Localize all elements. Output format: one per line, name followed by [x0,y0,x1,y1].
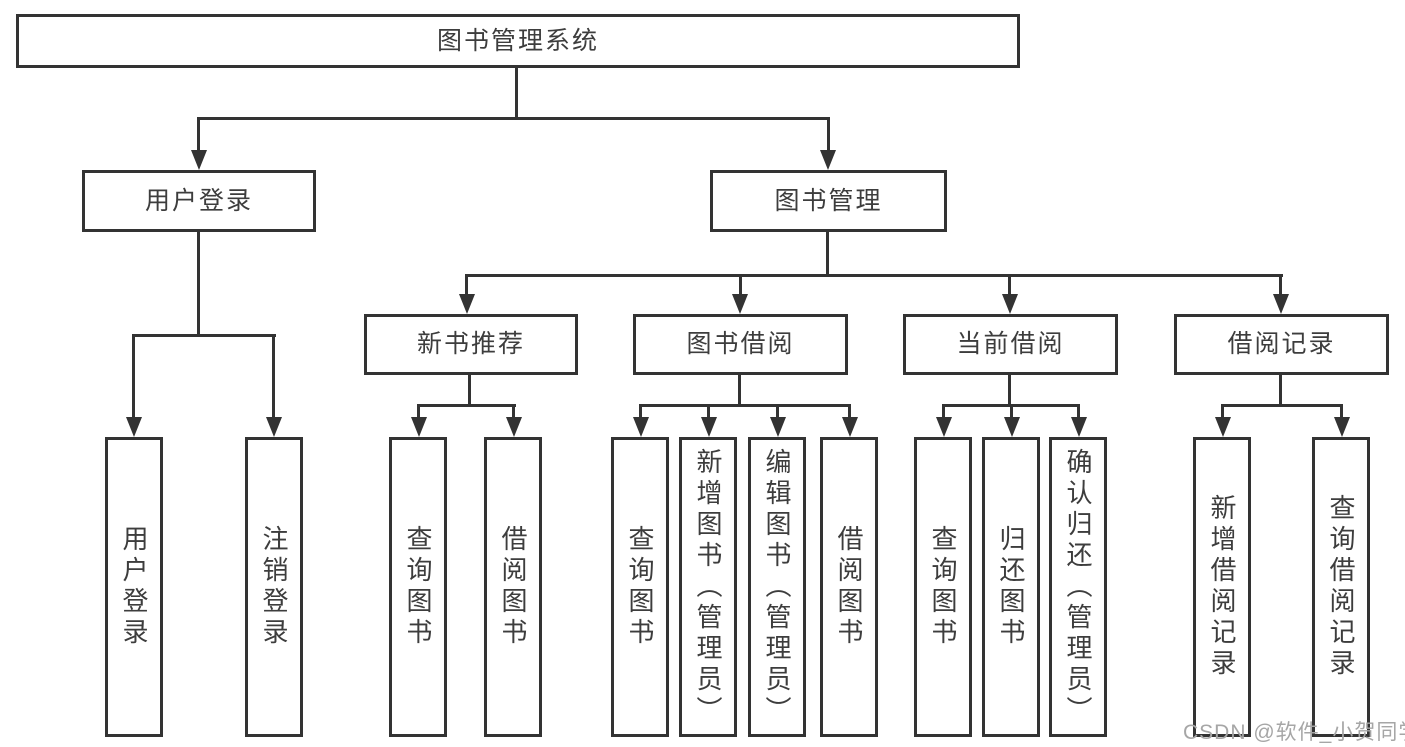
connector-drop-bb-edit [776,404,779,418]
connector-drop-bb-add [707,404,710,418]
leaf-bb-borrow-books: 借阅图书 [820,437,878,737]
connector-borrow-records-stem [1279,375,1282,407]
connector-drop-bb-borrow [848,404,851,418]
connector-user-login-rail [132,334,276,337]
leaf-nb-query-books: 查询图书 [389,437,447,737]
node-book-borrow: 图书借阅 [633,314,848,375]
leaf-nb-borrow-books: 借阅图书 [484,437,542,737]
connector-drop-br-add [1221,404,1224,418]
node-book-management: 图书管理 [710,170,947,232]
arrow-to-br-query [1334,417,1350,437]
arrow-to-cb-return [1004,417,1020,437]
connector-root-stem [515,68,518,120]
arrow-to-book-management [820,150,836,170]
arrow-to-bb-add [701,417,717,437]
node-borrow-records: 借阅记录 [1174,314,1389,375]
arrow-to-user-login [191,150,207,170]
leaf-bb-query-books: 查询图书 [611,437,669,737]
connector-drop-book-management [827,117,830,151]
connector-drop-br-query [1340,404,1343,418]
arrow-to-bb-edit [770,417,786,437]
node-current-borrow: 当前借阅 [903,314,1118,375]
connector-root-rail [197,117,830,120]
arrow-to-bb-borrow [842,417,858,437]
connector-drop-nb-query [417,404,420,418]
connector-new-book-stem [468,375,471,407]
connector-drop-cb-confirm [1077,404,1080,418]
node-library-management-system: 图书管理系统 [16,14,1020,68]
arrow-to-leaf-logout [266,417,282,437]
arrow-to-new-book-recommend [459,294,475,314]
arrow-to-current-borrow [1002,294,1018,314]
arrow-to-book-borrow [732,294,748,314]
connector-drop-cb-query [942,404,945,418]
connector-book-borrow-rail [639,404,851,407]
leaf-user-login: 用户登录 [105,437,163,737]
node-user-login: 用户登录 [82,170,316,232]
connector-book-borrow-stem [738,375,741,407]
connector-drop-cb-return [1010,404,1013,418]
arrow-to-bb-query [633,417,649,437]
connector-drop-leaf-logout [272,334,275,418]
arrow-to-leaf-user-login [126,417,142,437]
connector-book-management-rail [465,274,1283,277]
connector-drop-user-login [197,117,200,151]
connector-drop-new-book-recommend [465,274,468,295]
leaf-br-query-record: 查询借阅记录 [1312,437,1370,737]
connector-drop-leaf-user-login [132,334,135,418]
leaf-logout: 注销登录 [245,437,303,737]
arrow-to-nb-query [411,417,427,437]
leaf-br-add-record: 新增借阅记录 [1193,437,1251,737]
connector-drop-book-borrow [739,274,742,295]
leaf-bb-add-books-admin: 新增图书（管理员） [679,437,737,737]
connector-user-login-stem [197,232,200,337]
leaf-cb-return-books: 归还图书 [982,437,1040,737]
connector-drop-current-borrow [1008,274,1011,295]
arrow-to-nb-borrow [506,417,522,437]
leaf-cb-confirm-return-admin: 确认归还（管理员） [1049,437,1107,737]
arrow-to-cb-confirm [1071,417,1087,437]
arrow-to-borrow-records [1273,294,1289,314]
connector-book-management-stem [826,232,829,277]
node-new-book-recommend: 新书推荐 [364,314,578,375]
connector-current-borrow-stem [1008,375,1011,407]
leaf-bb-edit-books-admin: 编辑图书（管理员） [748,437,806,737]
connector-borrow-records-rail [1221,404,1343,407]
arrow-to-cb-query [936,417,952,437]
connector-drop-borrow-records [1279,274,1282,295]
csdn-watermark: CSDN @软件_小贺同学 [1183,721,1405,744]
connector-new-book-rail [417,404,516,407]
arrow-to-br-add [1215,417,1231,437]
connector-drop-nb-borrow [512,404,515,418]
connector-drop-bb-query [639,404,642,418]
leaf-cb-query-books: 查询图书 [914,437,972,737]
